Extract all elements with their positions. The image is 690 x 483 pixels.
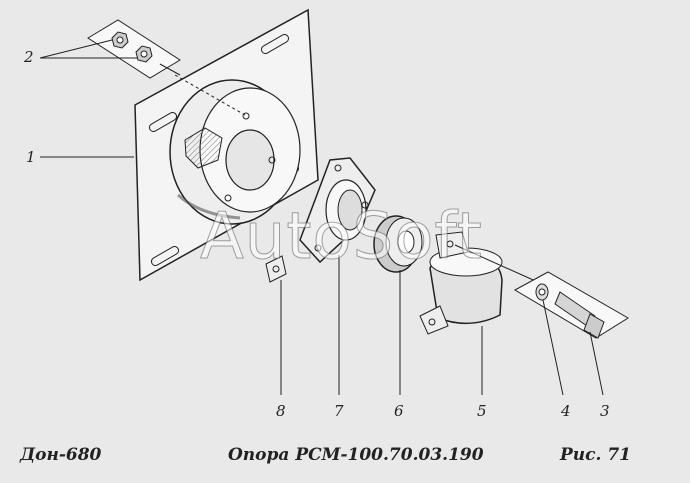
part-5-clamp bbox=[419, 231, 541, 335]
callout-4: 4 bbox=[561, 402, 571, 420]
leader-lines bbox=[39, 39, 604, 396]
callout-8: 8 bbox=[276, 402, 286, 420]
callout-7: 7 bbox=[334, 402, 344, 420]
callout-6: 6 bbox=[394, 402, 404, 420]
caption-title: Опора РСМ-100.70.03.190 bbox=[228, 445, 484, 465]
part-6-bearing bbox=[373, 215, 423, 273]
callout-2: 2 bbox=[24, 48, 34, 66]
part-8-small-plate bbox=[265, 255, 287, 283]
part-7-flange bbox=[299, 157, 376, 264]
caption-figure-number: Рис. 71 bbox=[560, 445, 631, 465]
callout-5: 5 bbox=[477, 402, 487, 420]
part-1-mounting-plate bbox=[134, 8, 319, 282]
callout-3: 3 bbox=[600, 402, 610, 420]
part-2-nuts bbox=[87, 19, 181, 79]
callout-1: 1 bbox=[26, 148, 36, 166]
watermark: AutoSoft bbox=[200, 200, 483, 275]
part-3-bolt-and-part-4-washer bbox=[513, 271, 629, 339]
caption-model: Дон-680 bbox=[20, 445, 102, 465]
